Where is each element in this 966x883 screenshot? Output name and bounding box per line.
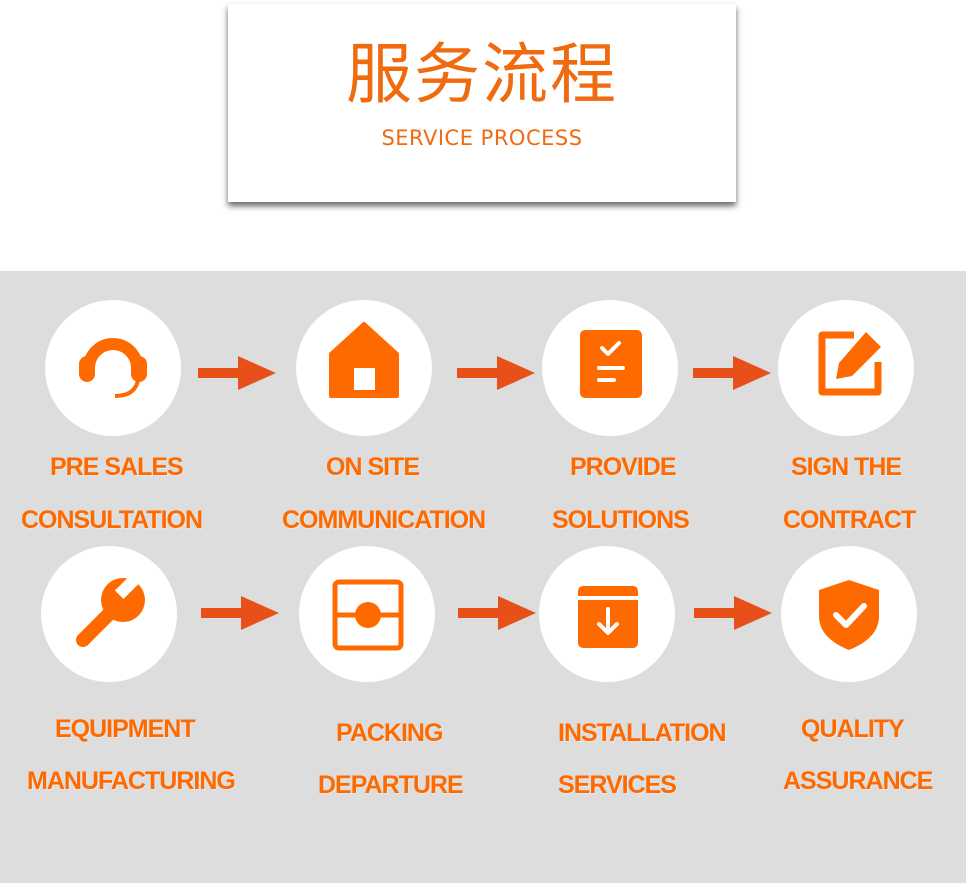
- shield-check-icon: [819, 580, 879, 650]
- step-circle-pre-sales: [45, 300, 181, 436]
- step-label-line2: ASSURANCE: [783, 767, 933, 795]
- arrow-icon: [201, 596, 279, 630]
- arrow-icon: [198, 356, 276, 390]
- step-circle-equipment: [41, 546, 177, 682]
- page-subtitle: SERVICE PROCESS: [381, 126, 583, 150]
- step-circle-sign: [778, 300, 914, 436]
- install-box-icon: [578, 586, 638, 648]
- arrow-icon: [458, 596, 536, 630]
- step-circle-provide: [542, 300, 678, 436]
- step-label-line2: MANUFACTURING: [27, 767, 236, 795]
- checklist-icon: [580, 330, 642, 398]
- step-label-line2: COMMUNICATION: [282, 506, 486, 534]
- step-label-line2: SERVICES: [558, 771, 677, 799]
- step-label-line1: INSTALLATION: [558, 719, 727, 747]
- wrench-icon: [76, 574, 145, 647]
- step-label-line1: QUALITY: [801, 715, 905, 743]
- headset-icon: [79, 338, 147, 398]
- house-icon: [329, 322, 399, 398]
- step-label-line1: PACKING: [336, 719, 443, 747]
- step-label-line1: PRE SALES: [50, 453, 184, 481]
- package-icon: [332, 579, 404, 651]
- arrow-icon: [694, 596, 772, 630]
- arrow-icon: [693, 356, 771, 390]
- step-circle-packing: [299, 546, 435, 682]
- step-label-line2: DEPARTURE: [318, 771, 464, 799]
- step-label-line1: ON SITE: [326, 453, 420, 481]
- step-label-line2: CONSULTATION: [21, 506, 203, 534]
- step-label-line2: SOLUTIONS: [552, 506, 690, 534]
- step-circle-installation: [539, 546, 675, 682]
- step-circle-quality: [781, 546, 917, 682]
- step-label-line1: EQUIPMENT: [55, 715, 196, 743]
- edit-icon: [818, 331, 882, 396]
- step-label-line1: SIGN THE: [791, 453, 902, 481]
- step-label-line2: CONTRACT: [783, 506, 916, 534]
- title-card: 服务流程 SERVICE PROCESS: [228, 4, 736, 202]
- arrow-icon: [457, 356, 535, 390]
- step-label-line1: PROVIDE: [570, 453, 677, 481]
- page-title: 服务流程: [346, 36, 618, 113]
- step-circle-on-site: [296, 300, 432, 436]
